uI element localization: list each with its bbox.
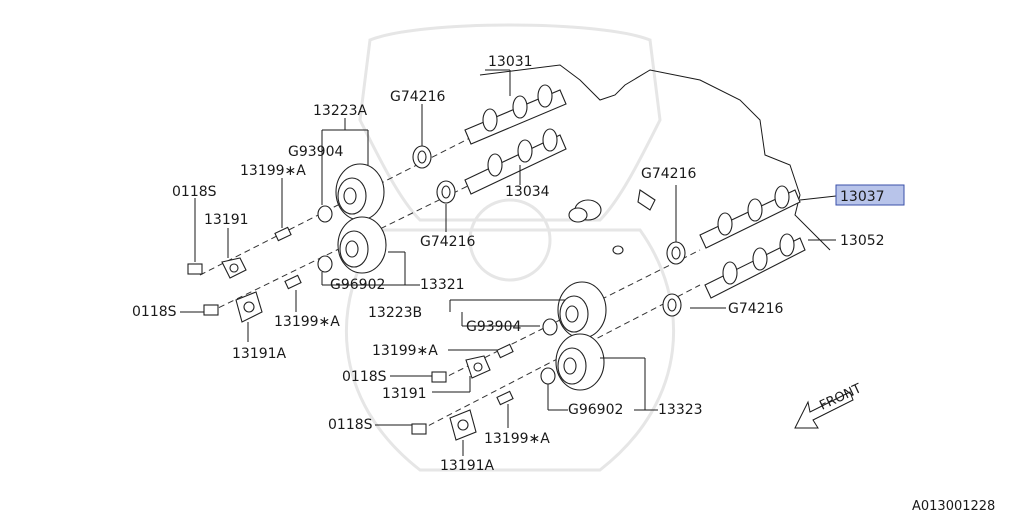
label-G74216-2[interactable]: G74216 [420, 234, 475, 250]
label-13037[interactable]: 13037 [840, 189, 885, 205]
camshaft-13034 [464, 128, 567, 195]
sprocket-13223A [335, 163, 385, 221]
bolts-and-plates [187, 226, 514, 441]
figure-id: A013001228 [912, 499, 995, 512]
label-G96902-1[interactable]: G96902 [330, 277, 385, 293]
label-13199A-2[interactable]: 13199∗A [274, 314, 340, 330]
label-13199A-3[interactable]: 13199∗A [372, 343, 438, 359]
label-0118S-3[interactable]: 0118S [342, 369, 387, 385]
o-rings [317, 205, 558, 385]
label-13199A-4[interactable]: 13199∗A [484, 431, 550, 447]
oil-seals [412, 145, 686, 317]
label-G93904-2[interactable]: G93904 [466, 319, 521, 335]
label-13034[interactable]: 13034 [505, 184, 550, 200]
label-G74216-3[interactable]: G74216 [641, 166, 696, 182]
label-G93904-1[interactable]: G93904 [288, 144, 343, 160]
label-13223A[interactable]: 13223A [313, 103, 368, 119]
sprocket-13323 [555, 333, 605, 391]
sprocket-13321 [337, 216, 387, 274]
label-13052[interactable]: 13052 [840, 233, 885, 249]
label-13191-mid[interactable]: 13191 [382, 386, 427, 402]
label-0118S-1[interactable]: 0118S [172, 184, 217, 200]
label-13199A-1[interactable]: 13199∗A [240, 163, 306, 179]
valve-lifters [568, 189, 656, 255]
label-G74216-1[interactable]: G74216 [390, 89, 445, 105]
camshaft-13037 [699, 185, 801, 249]
label-13191A-left[interactable]: 13191A [232, 346, 287, 362]
label-0118S-4[interactable]: 0118S [328, 417, 373, 433]
camshaft-13052 [704, 233, 806, 299]
cylinder-head-outline [479, 64, 831, 251]
label-13191-top[interactable]: 13191 [204, 212, 249, 228]
label-G74216-4[interactable]: G74216 [728, 301, 783, 317]
leader-lines [180, 69, 837, 456]
camshaft-13031 [464, 84, 567, 145]
label-0118S-2[interactable]: 0118S [132, 304, 177, 320]
label-13323[interactable]: 13323 [658, 402, 703, 418]
label-13031[interactable]: 13031 [488, 54, 533, 70]
label-13321[interactable]: 13321 [420, 277, 465, 293]
part-labels: 13031 G74216 13223A G93904 13199∗A 0118S… [132, 54, 995, 512]
front-label: FRONT [817, 381, 864, 413]
sprocket-13223B [557, 281, 607, 339]
label-13191A-bottom[interactable]: 13191A [440, 458, 495, 474]
highlight-box-13037[interactable] [835, 184, 905, 206]
label-G96902-2[interactable]: G96902 [568, 402, 623, 418]
front-direction-arrow [794, 391, 854, 429]
label-13223B[interactable]: 13223B [368, 305, 422, 321]
